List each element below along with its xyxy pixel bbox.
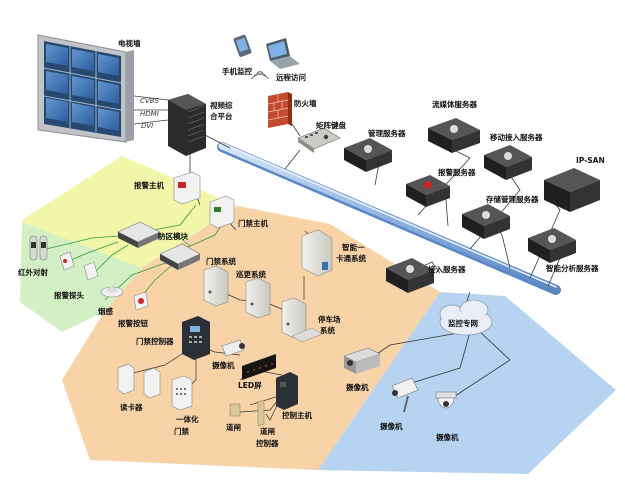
zone-module-label: 防区模块 bbox=[158, 231, 188, 241]
smoke-detector-icon bbox=[100, 286, 124, 298]
control-host-label: 控制主机 bbox=[282, 410, 312, 420]
onecard-label-2: 卡通系统 bbox=[336, 253, 366, 263]
smart-server-icon bbox=[528, 228, 576, 263]
alarm-host-label: 报警主机 bbox=[134, 180, 164, 190]
parking-system-pc-icon bbox=[281, 297, 323, 343]
smart-server-label: 智能分析服务器 bbox=[546, 263, 599, 273]
alarm-button-label: 报警按钮 bbox=[118, 318, 148, 328]
camera2-label: 摄像机 bbox=[380, 421, 403, 431]
parking-label-2: 系统 bbox=[320, 325, 335, 335]
onecard-server-icon bbox=[301, 229, 333, 277]
gate-ctrl-label-1: 道闸 bbox=[260, 426, 275, 436]
network-bus bbox=[217, 142, 561, 295]
small-camera-icon bbox=[221, 339, 245, 357]
card-reader-icon bbox=[117, 363, 161, 399]
mgmt-server-label: 管理服务器 bbox=[368, 128, 406, 138]
access-host-icon bbox=[209, 195, 235, 229]
ipsan-label: IP-SAN bbox=[576, 156, 605, 165]
integrated-access-icon bbox=[171, 375, 193, 411]
integrated-label-1: 一体化 bbox=[176, 414, 199, 424]
bullet-camera-icon bbox=[391, 377, 419, 413]
monitor-net-label: 监控专网 bbox=[448, 318, 478, 328]
gate-controller-icon bbox=[257, 399, 265, 427]
cvbs-label: CVBS bbox=[140, 97, 159, 105]
alarm-probe-label: 报警探头 bbox=[54, 290, 84, 300]
integrated-label-2: 门禁 bbox=[174, 426, 189, 436]
camera1-label: 摄像机 bbox=[346, 382, 369, 392]
camera3-label: 摄像机 bbox=[436, 432, 459, 442]
storage-mgmt-icon bbox=[462, 204, 510, 239]
access-server-icon bbox=[386, 258, 434, 293]
keyboard-icon bbox=[297, 127, 341, 153]
gate-ctrl-label-2: 控制器 bbox=[256, 438, 279, 448]
firewall-label: 防火墙 bbox=[294, 98, 317, 108]
wireless-icon bbox=[250, 71, 270, 80]
control-host-icon bbox=[276, 372, 298, 410]
monitor-net-cloud-icon bbox=[439, 299, 493, 336]
infrared-label: 红外对射 bbox=[18, 267, 48, 277]
parking-label-1: 停车场 bbox=[318, 314, 341, 324]
access-host-label: 门禁主机 bbox=[238, 218, 268, 228]
patrol-system-pc-icon bbox=[245, 277, 271, 319]
led-label: LED屏 bbox=[238, 381, 262, 390]
patrol-system-label: 巡更系统 bbox=[236, 269, 266, 279]
alarm-probe-icon bbox=[59, 251, 99, 281]
dome-camera-icon bbox=[435, 391, 457, 409]
phone-label: 手机监控 bbox=[222, 66, 252, 76]
infrared-icon bbox=[29, 235, 48, 261]
firewall-icon bbox=[267, 92, 292, 128]
platform-label-2: 合平台 bbox=[210, 111, 233, 121]
gate-icon bbox=[229, 403, 241, 417]
door-system-label: 门禁系统 bbox=[206, 256, 236, 266]
door-controller-icon bbox=[182, 316, 210, 360]
gate-label: 道闸 bbox=[226, 422, 241, 432]
mgmt-server-icon bbox=[344, 138, 392, 172]
small-camera-label: 摄像机 bbox=[212, 360, 235, 370]
video-platform-icon bbox=[168, 94, 206, 156]
smoke-label: 烟感 bbox=[98, 306, 113, 316]
alarm-server-label: 报警服务器 bbox=[438, 167, 476, 177]
access-zone-orange bbox=[62, 206, 440, 470]
tv-wall bbox=[37, 34, 134, 143]
door-system-pc-icon bbox=[203, 265, 229, 307]
mobile-access-label: 移动接入服务器 bbox=[490, 132, 543, 142]
laptop-icon bbox=[266, 38, 300, 69]
card-reader-label: 读卡器 bbox=[120, 402, 143, 412]
dvi-label: DVI bbox=[141, 122, 153, 130]
mobile-access-icon bbox=[484, 145, 532, 180]
alarm-server-icon bbox=[406, 175, 450, 207]
camera-zone-blue bbox=[318, 292, 616, 474]
onecard-label-1: 智能一 bbox=[342, 242, 365, 252]
alarm-host-icon bbox=[173, 171, 201, 205]
alarm-zone-green bbox=[20, 222, 142, 332]
platform-label-1: 视频综 bbox=[210, 100, 233, 110]
zone-module-icon bbox=[117, 221, 201, 270]
access-server-label: 接入服务器 bbox=[428, 264, 466, 274]
keyboard-label: 矩阵键盘 bbox=[316, 120, 346, 130]
storage-mgmt-label: 存储管理服务器 bbox=[485, 194, 539, 204]
tv-wall-label: 电视墙 bbox=[118, 38, 141, 48]
stream-server-icon bbox=[428, 118, 480, 153]
stream-server-label: 流媒体服务器 bbox=[432, 99, 477, 109]
box-camera-icon bbox=[343, 347, 381, 374]
phone-icon bbox=[233, 34, 252, 57]
hdmi-label: HDMI bbox=[140, 110, 159, 118]
door-controller-label: 门禁控制器 bbox=[136, 336, 174, 346]
led-screen-icon bbox=[242, 354, 276, 380]
alarm-button-icon bbox=[133, 291, 149, 311]
remote-label: 远程访问 bbox=[276, 72, 306, 82]
ipsan-icon bbox=[544, 168, 600, 212]
